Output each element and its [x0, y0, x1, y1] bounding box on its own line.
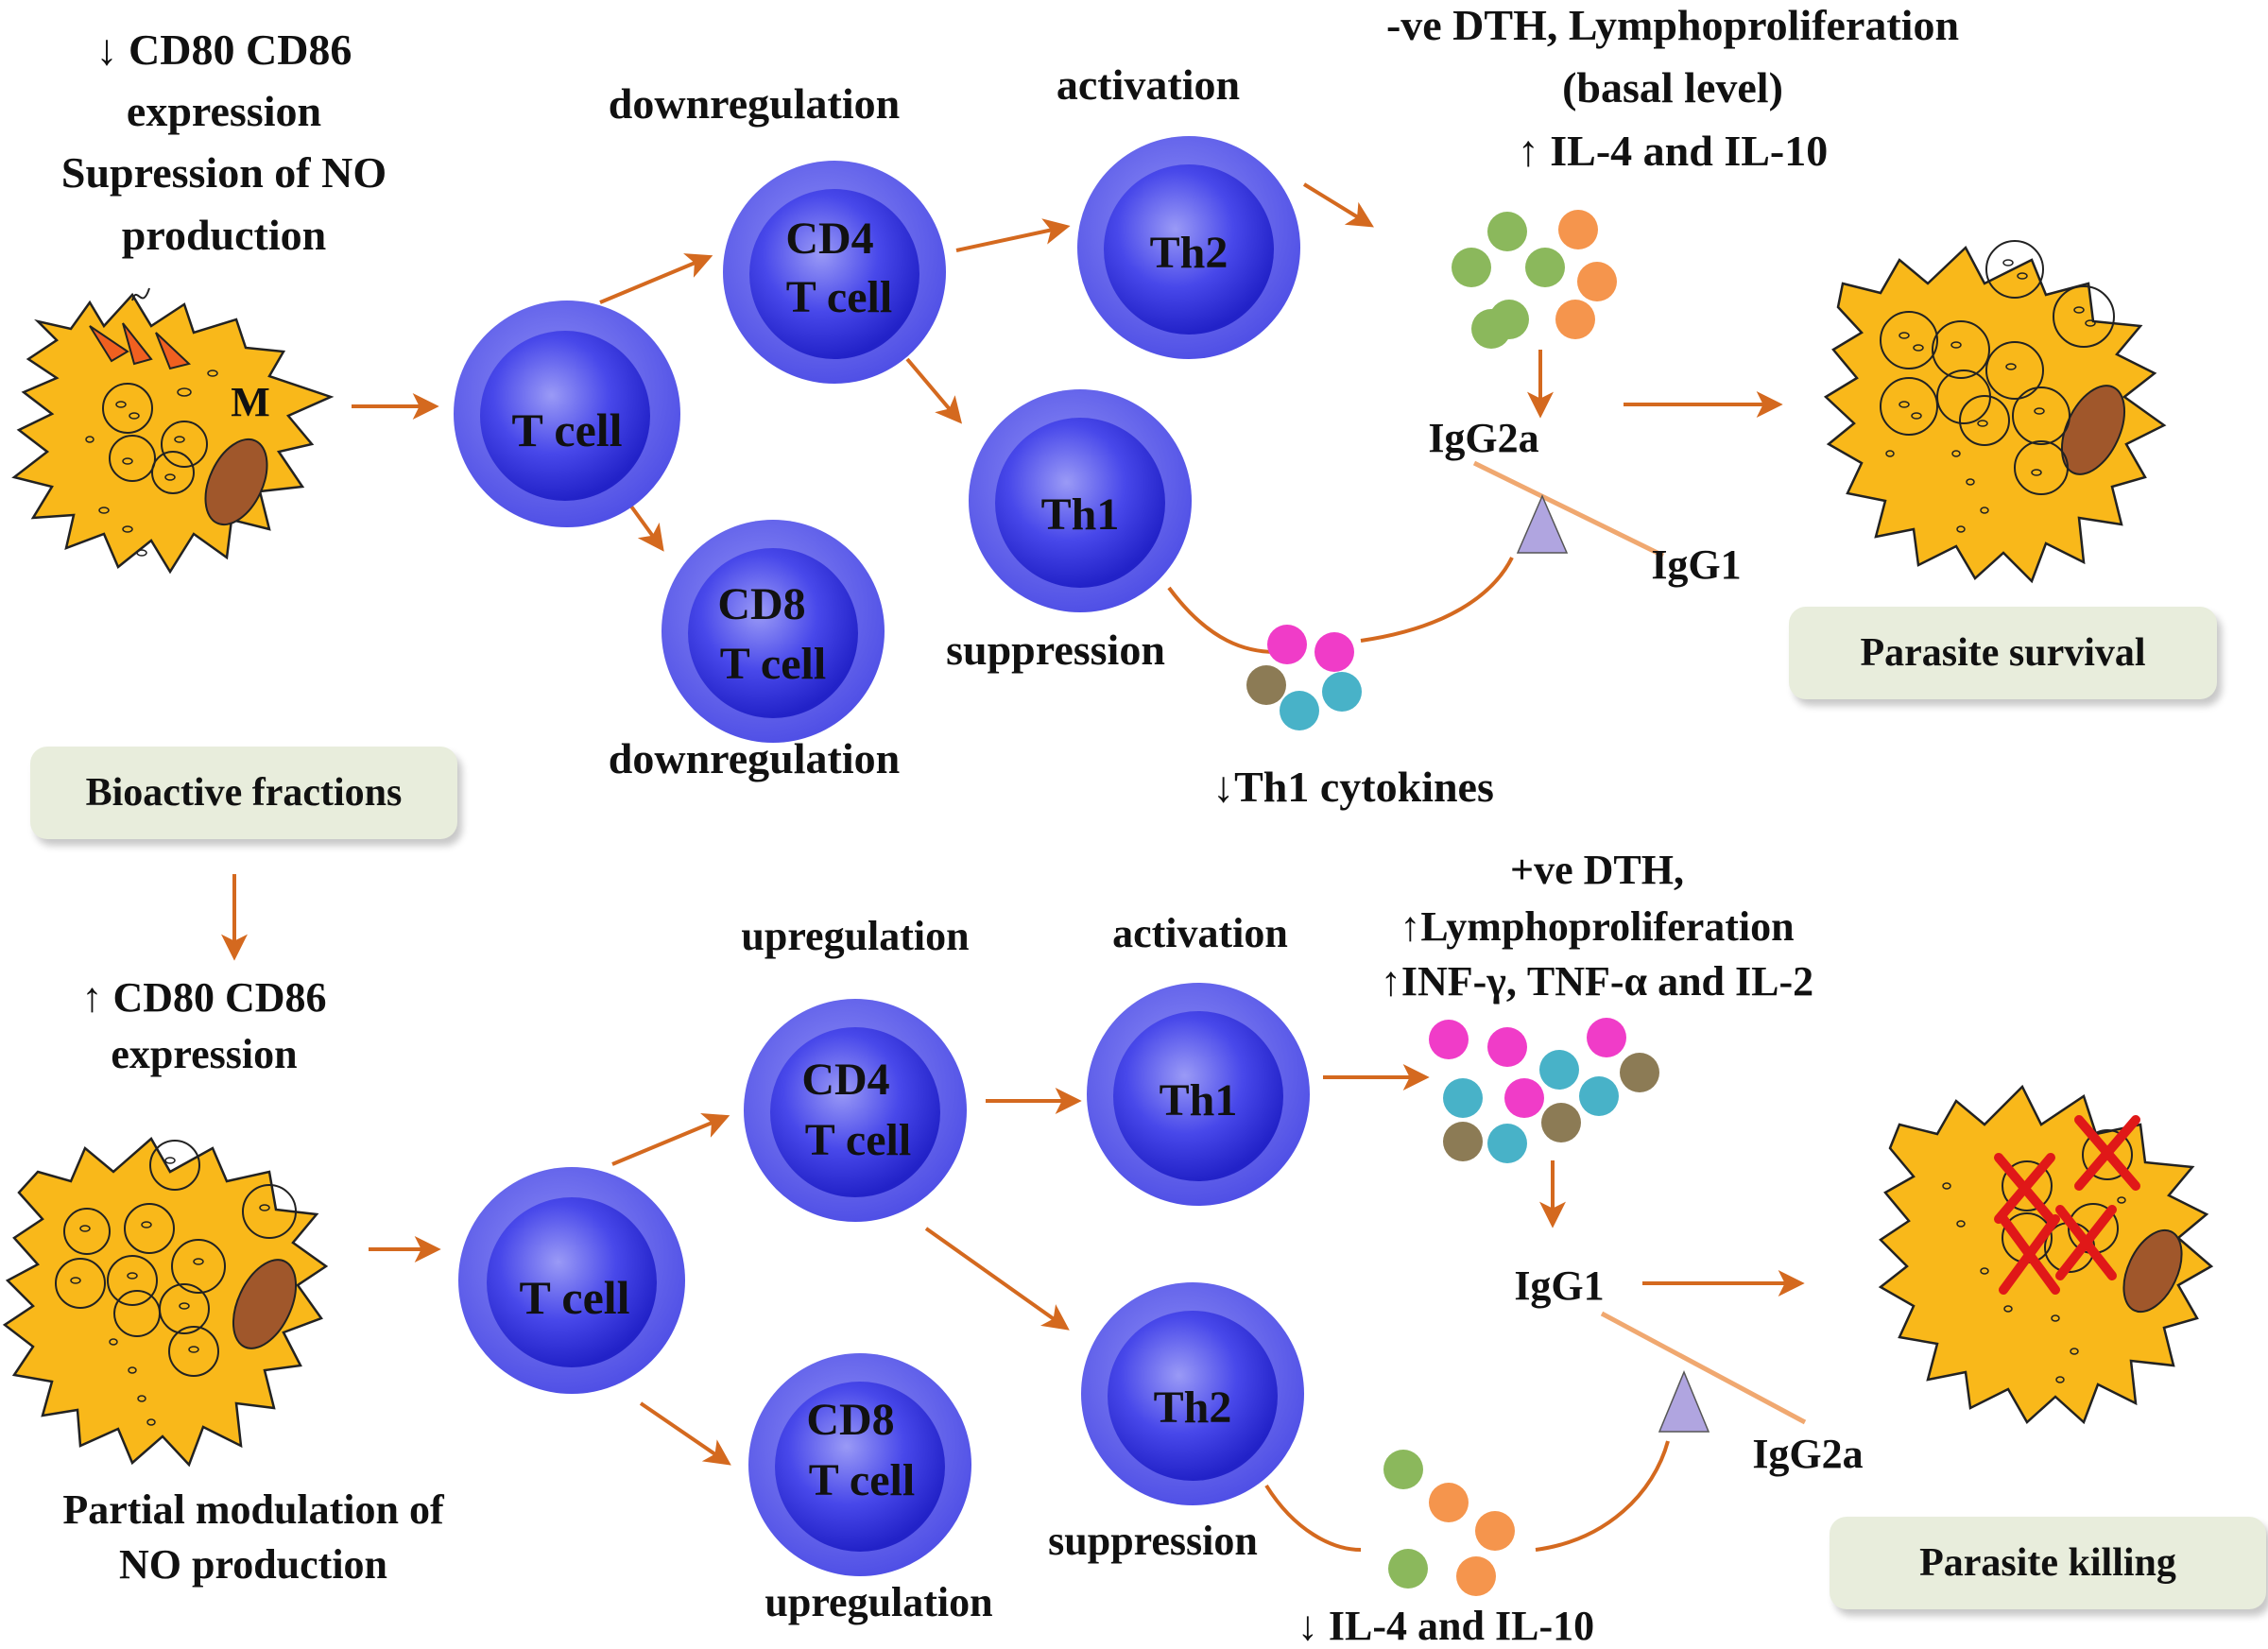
pivot-icon	[1658, 1370, 1710, 1433]
effect-line: ↑ IL-4 and IL-10	[1518, 127, 1828, 175]
th2-cell-top: Th2	[1077, 136, 1300, 359]
bottom-title-line: expression	[111, 1031, 297, 1077]
top-arrows	[352, 182, 1783, 654]
suppression-curve	[1264, 1484, 1362, 1552]
suppression-curve	[1535, 1440, 1670, 1552]
activation-label: activation	[1112, 910, 1288, 956]
th1-cell-bottom: Th1	[1087, 983, 1310, 1206]
th2-label: Th2	[1150, 228, 1228, 278]
bottom-antibody-balance: IgG1 IgG2a	[1514, 1263, 1863, 1477]
th1-cell-top: Th1	[969, 389, 1192, 612]
th2-cytokine-cluster	[1383, 1450, 1515, 1596]
effect-line: ↑Lymphoproliferation	[1400, 903, 1794, 950]
bioactive-fractions-box: Bioactive fractions	[30, 747, 457, 839]
t-cell-label: T cell	[511, 404, 622, 456]
parasite-survival-label: Parasite survival	[1860, 631, 2146, 675]
th1-cytokine-cluster	[1429, 1018, 1659, 1163]
pivot-icon	[1516, 494, 1569, 554]
parasite-survival-box: Parasite survival	[1789, 607, 2217, 699]
arrow	[924, 1227, 1070, 1331]
arrow	[955, 218, 1071, 252]
cd8-label: CD8	[717, 579, 805, 629]
th1-label: Th1	[1041, 490, 1120, 540]
cd8-label: T cell	[720, 639, 826, 689]
top-antibody-balance: IgG2a IgG1	[1428, 415, 1741, 588]
top-effect-text: -ve DTH, Lymphoproliferation (basal leve…	[1386, 1, 1959, 175]
cd4-regulation-note: upregulation	[741, 913, 969, 959]
igg-low-label: IgG2a	[1752, 1431, 1863, 1477]
bottom-title-line: ↑ CD80 CD86	[81, 974, 326, 1021]
bioactive-fractions-label: Bioactive fractions	[85, 771, 403, 815]
top-title: ↓ CD80 CD86 expression Supression of NO …	[61, 26, 387, 259]
arrow	[599, 253, 713, 304]
bottom-effect-text: +ve DTH, ↑Lymphoproliferation ↑INF-γ, TN…	[1381, 847, 1813, 1005]
macrophage-label: M	[231, 379, 270, 425]
cd4-label: T cell	[805, 1115, 911, 1165]
top-title-line: expression	[127, 87, 321, 135]
cd8-label: CD8	[806, 1395, 894, 1445]
cd4-label: CD4	[785, 214, 873, 264]
th1-label: Th1	[1160, 1075, 1238, 1125]
cd8-regulation-note: upregulation	[765, 1579, 992, 1625]
th2-label: Th2	[1154, 1383, 1232, 1433]
effect-line: (basal level)	[1562, 63, 1783, 112]
arrow	[1302, 182, 1374, 228]
arrow	[611, 1113, 730, 1166]
macrophage-parasite-killed-icon	[1878, 1084, 2214, 1425]
cd4-regulation-note: downregulation	[609, 79, 900, 128]
macrophage-infected-icon: M	[11, 287, 335, 575]
cross-icon	[1994, 1115, 2140, 1295]
top-title-line: Supression of NO	[61, 148, 387, 197]
effect-line: -ve DTH, Lymphoproliferation	[1386, 1, 1959, 49]
cd8-cell-top: CD8 T cell	[662, 520, 885, 743]
igg-high-label: IgG1	[1514, 1263, 1604, 1309]
activation-label: activation	[1057, 60, 1240, 109]
t-cell-top: T cell	[454, 301, 680, 527]
top-cytokines-label: ↓Th1 cytokines	[1212, 763, 1494, 811]
arrow	[639, 1401, 731, 1466]
effect-line: ↑INF-γ, TNF-α and IL-2	[1381, 958, 1813, 1005]
th1-cytokine-cluster	[1246, 625, 1362, 730]
cd8-label: T cell	[809, 1455, 915, 1505]
footer-line: NO production	[119, 1541, 387, 1588]
suppression-label: suppression	[946, 626, 1165, 674]
suppression-curve	[1167, 586, 1277, 654]
igg-low-label: IgG1	[1651, 541, 1741, 588]
bottom-title: ↑ CD80 CD86 expression	[81, 974, 326, 1077]
th2-cell-bottom: Th2	[1081, 1282, 1304, 1505]
parasite-killing-box: Parasite killing	[1830, 1517, 2266, 1609]
top-title-line: production	[122, 211, 326, 259]
cd8-cell-bottom: CD8 T cell	[748, 1353, 971, 1576]
suppression-label: suppression	[1048, 1518, 1258, 1564]
macrophage-bottom-left-icon	[2, 1137, 329, 1468]
bottom-footer: Partial modulation of NO production	[62, 1486, 445, 1588]
top-title-line: ↓ CD80 CD86	[96, 26, 352, 74]
suppression-curve	[1360, 557, 1514, 643]
macrophage-parasite-laden-icon	[1823, 240, 2167, 584]
cd4-cell-top: CD4 T cell	[723, 161, 946, 384]
igg-high-label: IgG2a	[1428, 415, 1538, 461]
parasite-killing-label: Parasite killing	[1919, 1541, 2176, 1585]
cd4-label: CD4	[801, 1055, 889, 1105]
footer-line: Partial modulation of	[62, 1486, 445, 1533]
cd8-regulation-note: downregulation	[609, 734, 900, 782]
arrow	[905, 357, 963, 424]
effect-line: +ve DTH,	[1510, 847, 1684, 893]
t-cell-label: T cell	[519, 1271, 629, 1324]
cd4-label: T cell	[786, 272, 892, 322]
cd4-cell-bottom: CD4 T cell	[744, 999, 967, 1222]
t-cell-bottom: T cell	[458, 1167, 685, 1394]
th2-cytokine-cluster	[1452, 210, 1617, 349]
bottom-cytokines-label: ↓ IL-4 and IL-10	[1297, 1603, 1594, 1649]
bottom-arrows	[369, 1064, 1805, 1552]
